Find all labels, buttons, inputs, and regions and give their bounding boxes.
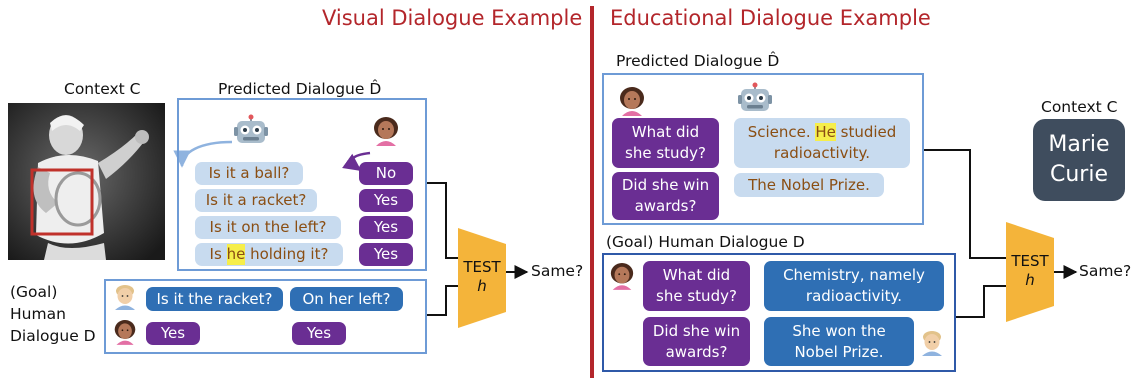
edu-predicted-dialogue-box: [602, 73, 924, 225]
human-answer: Yes: [146, 322, 200, 345]
predicted-answer: Yes: [359, 189, 413, 212]
test-label: TEST h: [458, 258, 506, 296]
predicted-question: Is it a racket?: [195, 189, 317, 212]
visual-predicted-label: Predicted Dialogue D̂: [218, 80, 382, 98]
test-text: TEST: [463, 258, 501, 276]
edu-human-dialogue-box: [602, 253, 956, 372]
test-block: [1006, 222, 1054, 322]
edu-human-answer: Chemistry, namely radioactivity.: [764, 261, 944, 311]
predicted-question: Is he holding it?: [195, 243, 343, 266]
answer-text: studied: [835, 123, 897, 141]
context-value-line: Curie: [1050, 162, 1108, 187]
predicted-question: Is it a ball?: [195, 162, 303, 185]
edu-goal-label: (Goal) Human Dialogue D: [606, 233, 805, 251]
predicted-answer: No: [359, 162, 413, 185]
visual-predicted-dialogue-box: [177, 98, 427, 271]
test-label: TEST h: [1006, 252, 1054, 290]
man-icon: [922, 331, 942, 356]
edu-context-label: Context C: [1041, 98, 1118, 116]
predicted-question: Is it on the left?: [195, 216, 341, 239]
man-icon: [115, 285, 135, 310]
test-text: TEST: [1011, 252, 1049, 270]
edu-predicted-answer: Science. He studied radioactivity.: [734, 118, 910, 168]
answer-text: radioactivity.: [773, 144, 871, 162]
predicted-answer: Yes: [359, 216, 413, 239]
edu-predicted-question: Did she win awards?: [612, 172, 719, 220]
woman-icon: [374, 117, 398, 146]
edu-predicted-answer: The Nobel Prize.: [734, 173, 884, 197]
edu-human-answer: She won the Nobel Prize.: [764, 317, 914, 366]
context-image: [8, 103, 165, 260]
same-label: Same?: [531, 262, 584, 280]
goal-label-line: Human: [10, 305, 66, 323]
test-hypothesis: h: [477, 277, 487, 295]
edu-predicted-label: Predicted Dialogue D̂: [616, 52, 780, 70]
human-question: On her left?: [290, 287, 403, 311]
answer-text: Science.: [747, 123, 816, 141]
highlighted-pronoun: He: [815, 123, 836, 141]
context-card: Marie Curie: [1033, 119, 1125, 201]
human-question: Is it the racket?: [146, 287, 283, 311]
same-label: Same?: [1079, 262, 1132, 280]
goal-label-line: Dialogue D: [10, 327, 96, 345]
woman-icon: [620, 87, 644, 116]
section-divider: [590, 6, 594, 378]
goal-label-line: (Goal): [10, 283, 58, 301]
visual-dialogue-title: Visual Dialogue Example: [322, 6, 583, 30]
educational-dialogue-title: Educational Dialogue Example: [610, 6, 931, 30]
test-hypothesis: h: [1025, 271, 1035, 289]
visual-context-label: Context C: [64, 80, 141, 98]
question-text: Is: [209, 245, 227, 263]
visual-human-dialogue-box: [104, 279, 427, 354]
robot-icon: [738, 82, 772, 111]
edu-human-question: What did she study?: [643, 261, 750, 311]
human-answer: Yes: [292, 322, 346, 345]
robot-icon: [234, 114, 268, 143]
highlighted-pronoun: he: [226, 244, 246, 265]
edu-predicted-question: What did she study?: [612, 118, 719, 168]
test-block: [458, 228, 506, 328]
woman-icon: [610, 263, 634, 290]
context-value-line: Marie: [1048, 132, 1110, 157]
edu-human-question: Did she win awards?: [643, 317, 750, 366]
woman-icon: [114, 320, 136, 345]
predicted-answer: Yes: [359, 243, 413, 266]
question-text: holding it?: [245, 245, 329, 263]
